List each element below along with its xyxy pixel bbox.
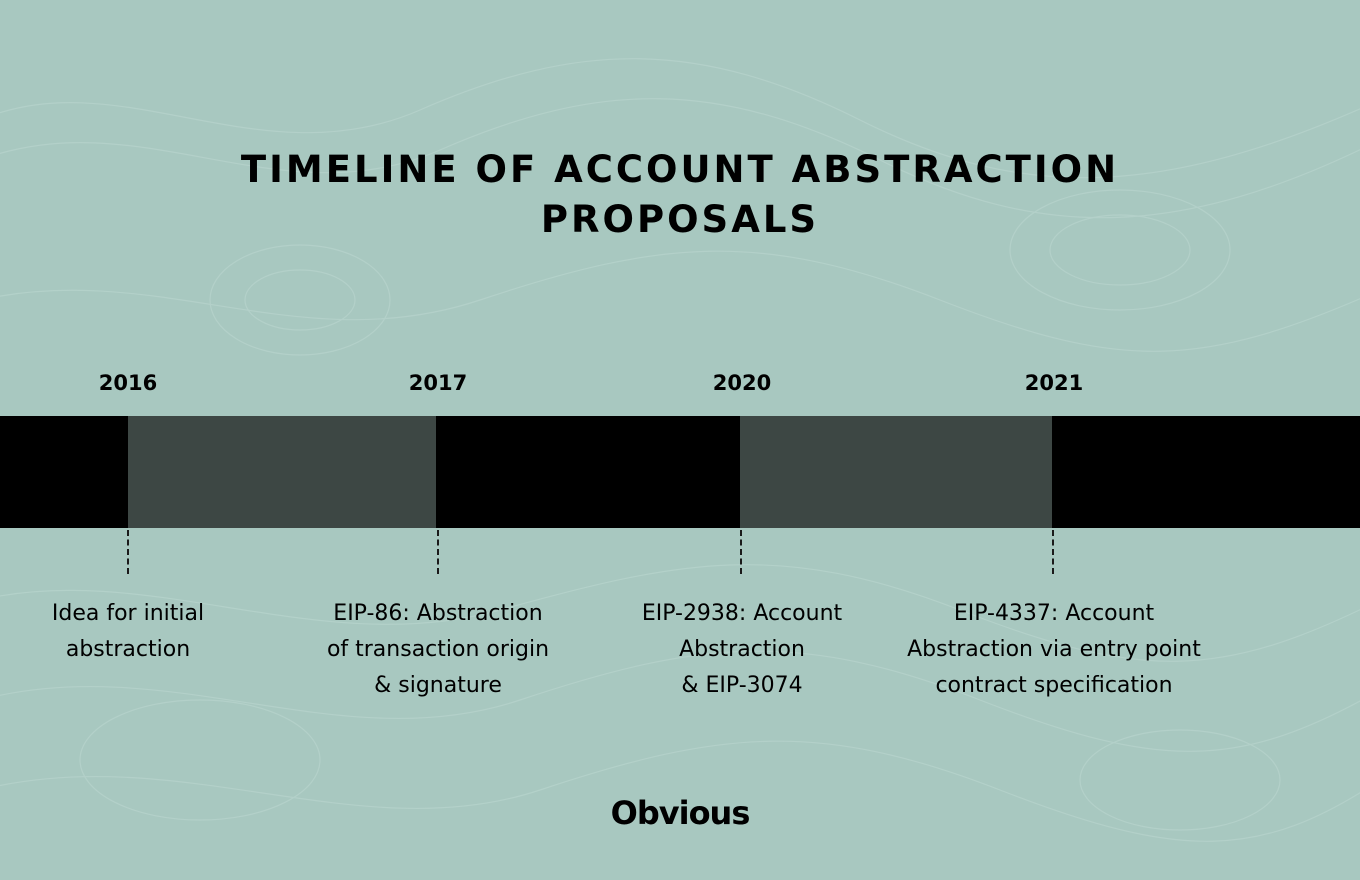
year-label-2016: 2016 bbox=[98, 371, 158, 395]
event-line: abstraction bbox=[65, 637, 191, 662]
title-line-1: Timeline of Account Abstraction bbox=[240, 148, 1120, 191]
event-line: & signature bbox=[374, 673, 502, 698]
event-line: contract specification bbox=[935, 673, 1173, 698]
page-title: Timeline of Account Abstraction Proposal… bbox=[0, 145, 1360, 245]
timeline-tick-2021 bbox=[1052, 530, 1054, 574]
event-line: EIP-4337: Account bbox=[953, 601, 1155, 626]
event-line: & EIP-3074 bbox=[681, 673, 803, 698]
event-line: Abstraction via entry point bbox=[907, 637, 1201, 662]
title-line-2: Proposals bbox=[540, 198, 820, 241]
timeline-tick-2020 bbox=[740, 530, 742, 574]
event-description-2020: EIP-2938: Account Abstraction & EIP-3074 bbox=[612, 596, 872, 704]
obvious-logo: Obvious bbox=[610, 794, 751, 832]
year-label-2020: 2020 bbox=[712, 371, 772, 395]
timeline-tick-2016 bbox=[127, 530, 129, 574]
event-line: of transaction origin bbox=[326, 637, 550, 662]
year-label-2021: 2021 bbox=[1024, 371, 1084, 395]
event-line: EIP-86: Abstraction bbox=[333, 601, 543, 626]
timeline-segment-2016-2017 bbox=[128, 416, 436, 528]
year-label-2017: 2017 bbox=[408, 371, 468, 395]
event-description-2016: Idea for initial abstraction bbox=[0, 596, 258, 668]
event-line: Abstraction bbox=[679, 637, 805, 662]
event-line: EIP-2938: Account bbox=[641, 601, 843, 626]
timeline-tick-2017 bbox=[437, 530, 439, 574]
event-line: Idea for initial bbox=[51, 601, 205, 626]
event-description-2017: EIP-86: Abstraction of transaction origi… bbox=[308, 596, 568, 704]
timeline-segment-2020-2021 bbox=[740, 416, 1052, 528]
event-description-2021: EIP-4337: Account Abstraction via entry … bbox=[889, 596, 1219, 704]
